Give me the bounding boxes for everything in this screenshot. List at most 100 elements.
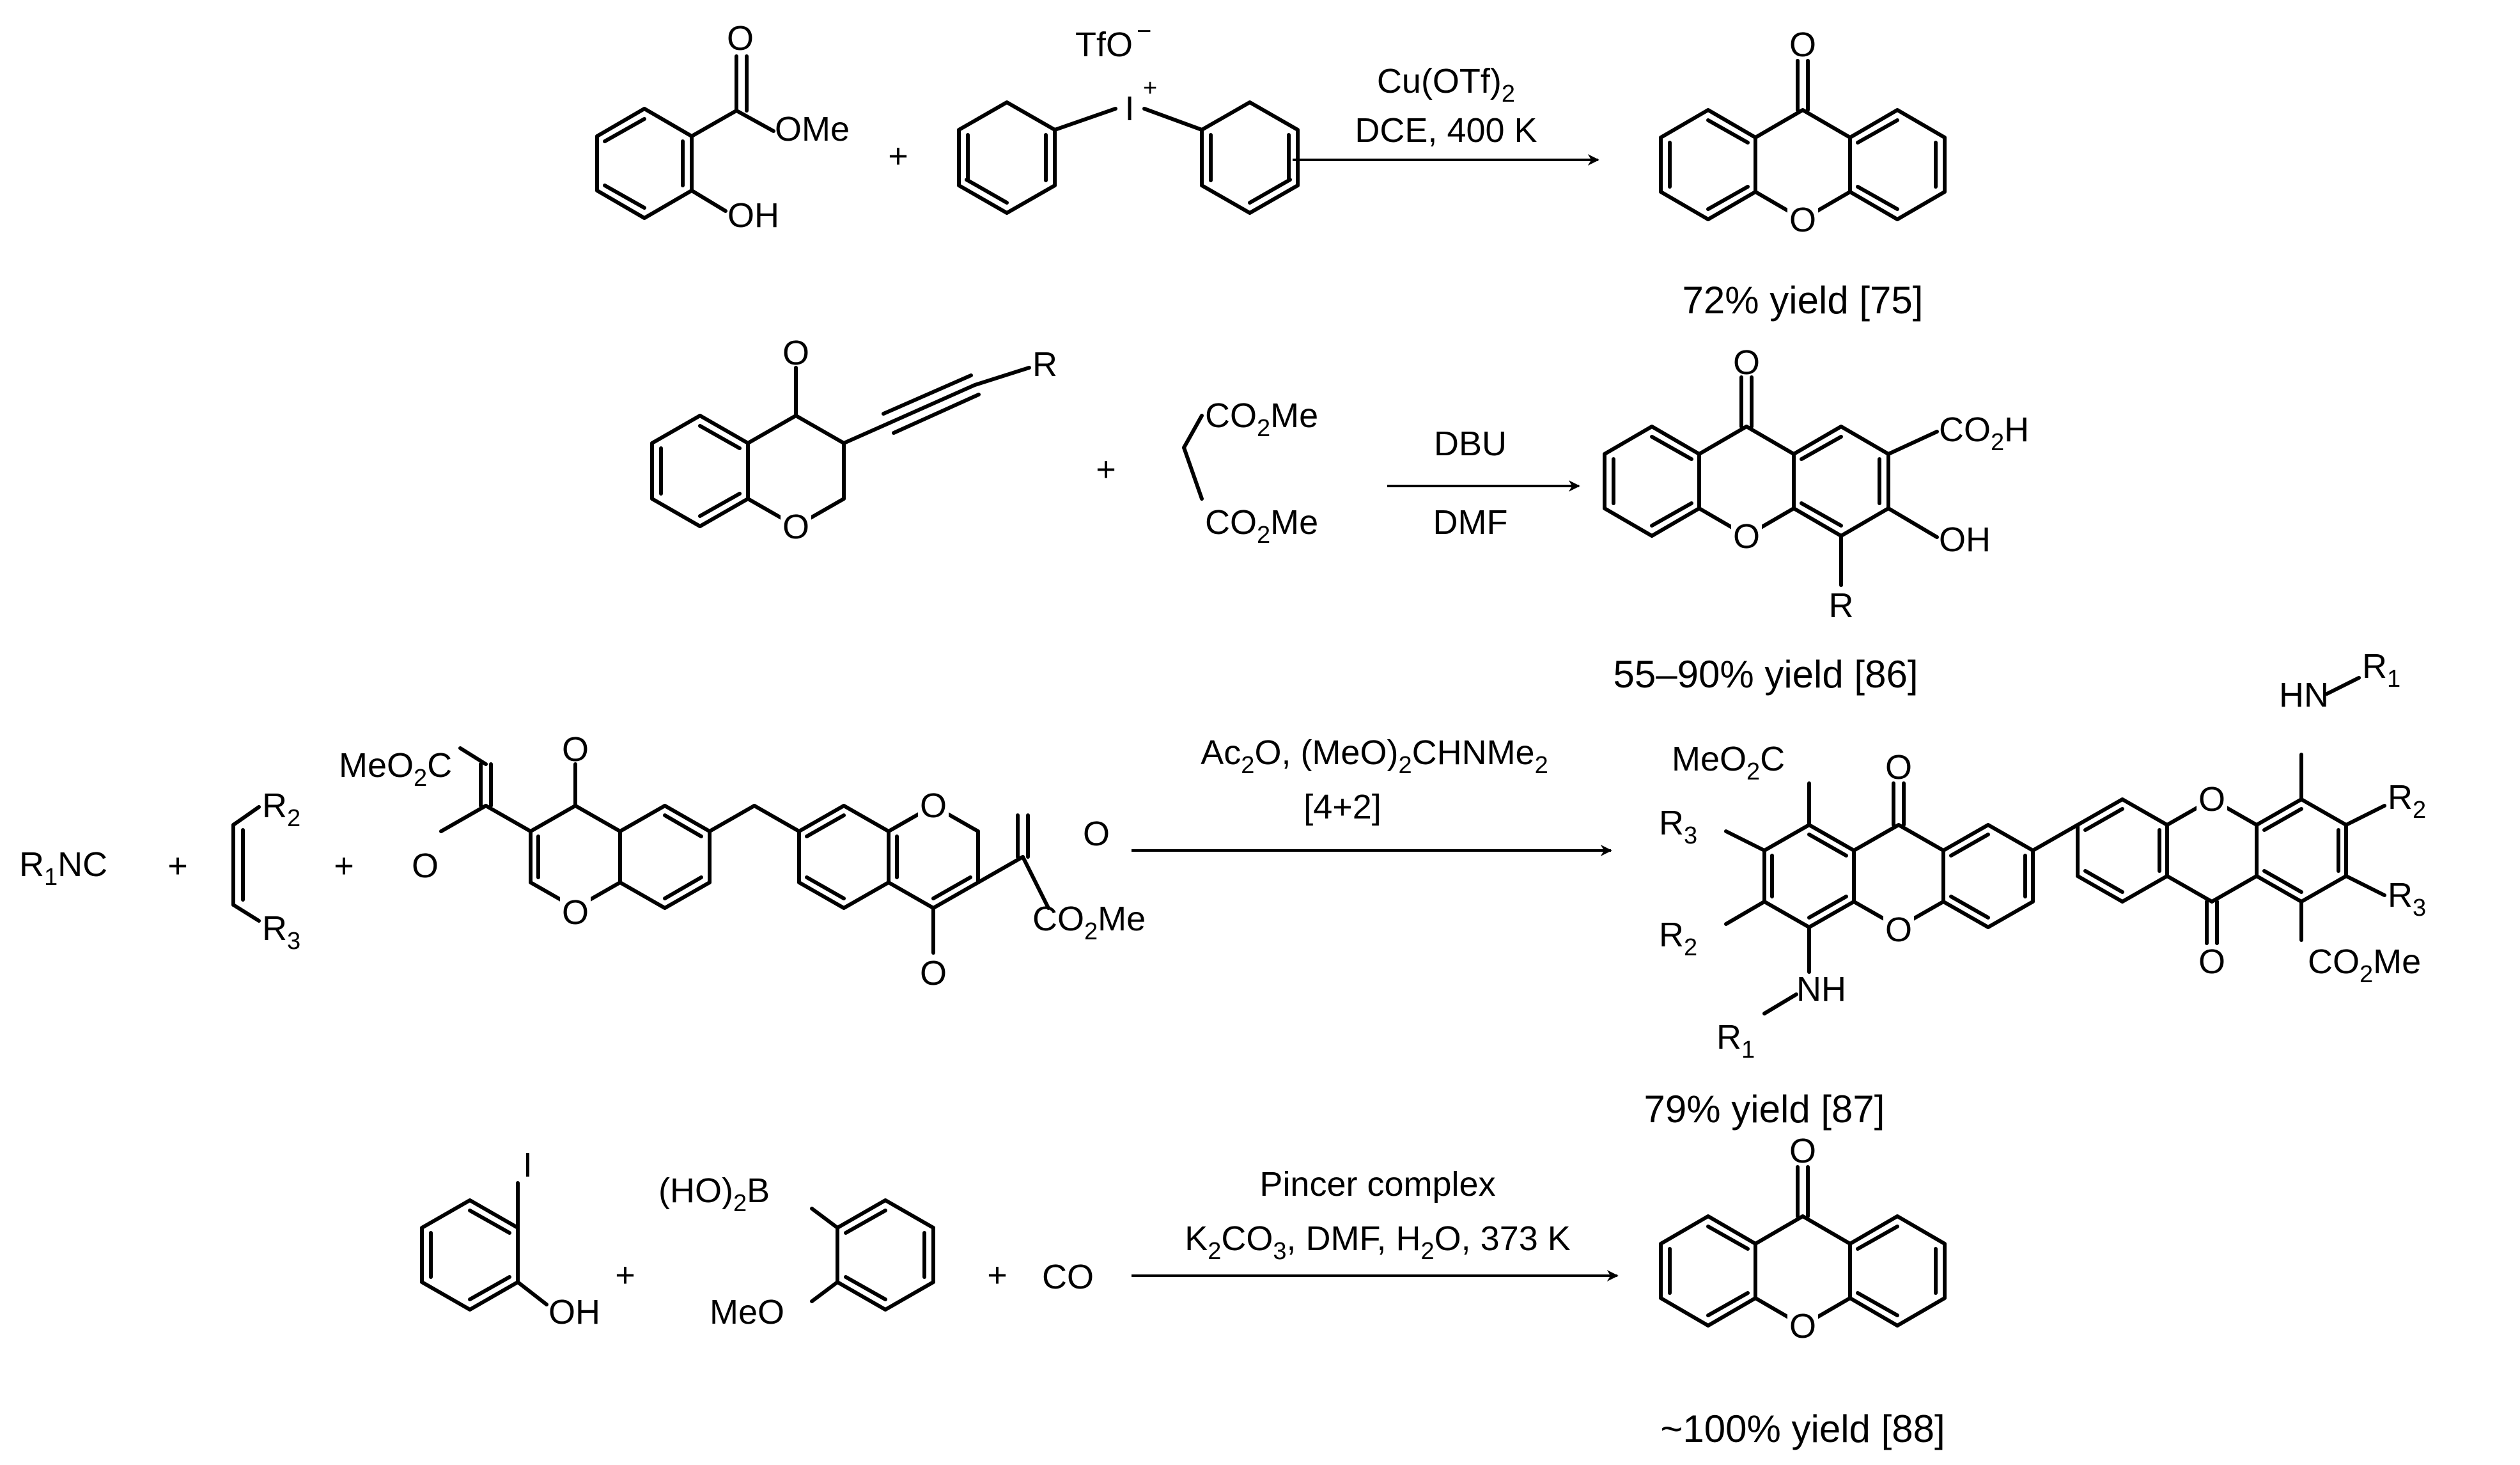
- reaction-3: R1NC + R2 R3 +: [19, 647, 2426, 1131]
- ester-right-label: CO2Me: [2308, 943, 2421, 988]
- ring-o-left: O: [1885, 911, 1912, 949]
- nh-left-label: NH: [1796, 970, 1846, 1008]
- triflate-charge: −: [1137, 17, 1151, 45]
- ring-o-mask: [1731, 519, 1762, 552]
- chromone-carbonyl-o-left: O: [562, 730, 589, 769]
- carboxylic-acid-label: CO2H: [1939, 411, 2029, 456]
- diphenyliodonium-structure: I + TfO −: [957, 17, 1300, 215]
- yield-label: 72% yield [75]: [1683, 279, 1924, 322]
- plus-sign: +: [1096, 450, 1116, 489]
- carbonyl-o-left: O: [1885, 748, 1912, 787]
- catalyst-label: Pincer complex: [1259, 1165, 1495, 1203]
- reaction-4: I OH + (HO)2B MeO + CO Pincer complex K2…: [420, 1132, 1947, 1450]
- ring-o-mask: [918, 787, 949, 820]
- xanthone-product: O O: [1659, 26, 1947, 239]
- iodine-label: I: [523, 1146, 533, 1184]
- hydroxyl-label: OH: [1939, 521, 1991, 559]
- c-i-bond-left: [1053, 107, 1117, 132]
- r3-left-label: R3: [1659, 804, 1697, 849]
- methyl-salicylate-structure: O OMe OH: [595, 19, 850, 235]
- xanthone-acid-product: O O CO2H OH R: [1603, 343, 2029, 625]
- hydroxyl-label: OH: [727, 196, 779, 235]
- phenyl-ring-right: [1200, 100, 1300, 215]
- chromanone-structure: O O R: [650, 334, 1057, 546]
- methoxyphenylboronic-acid-structure: (HO)2B MeO: [658, 1171, 935, 1331]
- ring-o-mask: [781, 510, 811, 544]
- triflate-label: TfO: [1075, 26, 1133, 64]
- r3-right-label: R3: [2388, 876, 2426, 921]
- chromanone-rings: [650, 366, 1031, 528]
- ring-o: O: [1789, 201, 1816, 239]
- conditions-label: K2CO3, DMF, H2O, 373 K: [1185, 1219, 1571, 1265]
- ester-left-label: MeO2C: [339, 746, 452, 792]
- ring-o-mask: [560, 894, 591, 927]
- chromone-carbonyl-o-right: O: [920, 954, 947, 992]
- xanthone-rings: [1659, 1165, 1947, 1328]
- xanthone-rings: [1603, 375, 1939, 587]
- xanthone-rings: [1659, 59, 1947, 221]
- ring-o-mask: [2197, 781, 2227, 815]
- hn-right-label: HN: [2279, 676, 2329, 714]
- keto-o-right: O: [1083, 815, 1110, 853]
- iodine-label: I: [1124, 90, 1134, 128]
- ring-o-mask: [1883, 912, 1914, 945]
- ester-left-label: MeO2C: [1672, 740, 1785, 785]
- xanthone-product: O O: [1659, 1132, 1947, 1345]
- bisxanthone-bonds: [1724, 676, 2386, 1015]
- cycloaddition-label: [4+2]: [1303, 788, 1381, 826]
- carbonyl-o: O: [1733, 343, 1760, 382]
- conditions-label: DCE, 400 K: [1355, 111, 1537, 150]
- plus-sign: +: [167, 847, 188, 885]
- ring-o-right: O: [920, 787, 947, 825]
- methoxy-label: OMe: [775, 110, 850, 148]
- iodine-charge: +: [1143, 75, 1157, 102]
- ring-o-mask: [1787, 1308, 1818, 1342]
- chromanone-ring-o: O: [782, 508, 809, 546]
- alkene-structure: R2 R3: [231, 787, 300, 955]
- ester-group: [690, 54, 775, 138]
- r2-right-label: R2: [2388, 778, 2426, 824]
- r2-left-label: R2: [1659, 916, 1697, 961]
- methoxy-label: MeO: [710, 1293, 784, 1331]
- ring-o: O: [1733, 517, 1760, 556]
- r1-right-label: R1: [2362, 647, 2400, 693]
- boronic-acid-bonds: [810, 1198, 935, 1312]
- hydroxyl-label: OH: [548, 1293, 600, 1331]
- plus-sign: +: [334, 847, 354, 885]
- reagent-label: DBU: [1434, 425, 1507, 463]
- carbonyl-o-right: O: [2198, 943, 2225, 981]
- plus-sign: +: [615, 1256, 635, 1294]
- ring-o-left: O: [562, 893, 589, 932]
- c-i-bond-right: [1142, 107, 1204, 132]
- ester-bottom-label: CO2Me: [1205, 503, 1318, 549]
- alkene-r2-label: R2: [262, 787, 300, 832]
- alkyne-r-label: R: [1032, 345, 1057, 384]
- solvent-label: DMF: [1433, 503, 1508, 542]
- boronic-acid-label: (HO)2B: [658, 1171, 770, 1217]
- ring-o: O: [1789, 1307, 1816, 1345]
- bisxanthone-product: MeO2C O R3 R2 O NH R1 O O HN R1 R2 R3 CO…: [1659, 647, 2426, 1063]
- iodophenol-structure: I OH: [420, 1146, 600, 1331]
- ring-o-mask: [1787, 202, 1818, 235]
- hydroxyl-bond: [690, 189, 727, 213]
- r-group-label: R: [1829, 586, 1854, 625]
- phenyl-ring-left: [957, 100, 1057, 215]
- alkene-r3-label: R3: [262, 909, 300, 955]
- bischromone-bonds: [439, 746, 1050, 955]
- bischromone-structure: MeO2C O O O O O O CO2Me: [339, 730, 1146, 992]
- ester-top-label: CO2Me: [1205, 396, 1318, 442]
- reaction-2: O O R + CO2Me CO2Me DBU DMF: [650, 334, 2029, 696]
- carbonyl-o: O: [1789, 1132, 1816, 1170]
- yield-label: 55–90% yield [86]: [1613, 653, 1918, 696]
- catalyst-label: Cu(OTf)2: [1377, 62, 1515, 107]
- dimethyl-malonate-structure: CO2Me CO2Me: [1182, 396, 1318, 549]
- ester-carbonyl-o: O: [727, 19, 754, 58]
- chromanone-carbonyl-o: O: [782, 334, 809, 372]
- isonitrile-label: R1NC: [19, 845, 107, 891]
- reaction-1: O OMe OH + I + TfO −: [595, 17, 1947, 322]
- carbon-monoxide-label: CO: [1042, 1258, 1094, 1296]
- r1-left-label: R1: [1716, 1018, 1755, 1063]
- malonate-bonds: [1182, 414, 1204, 501]
- alkene-bonds: [231, 805, 261, 923]
